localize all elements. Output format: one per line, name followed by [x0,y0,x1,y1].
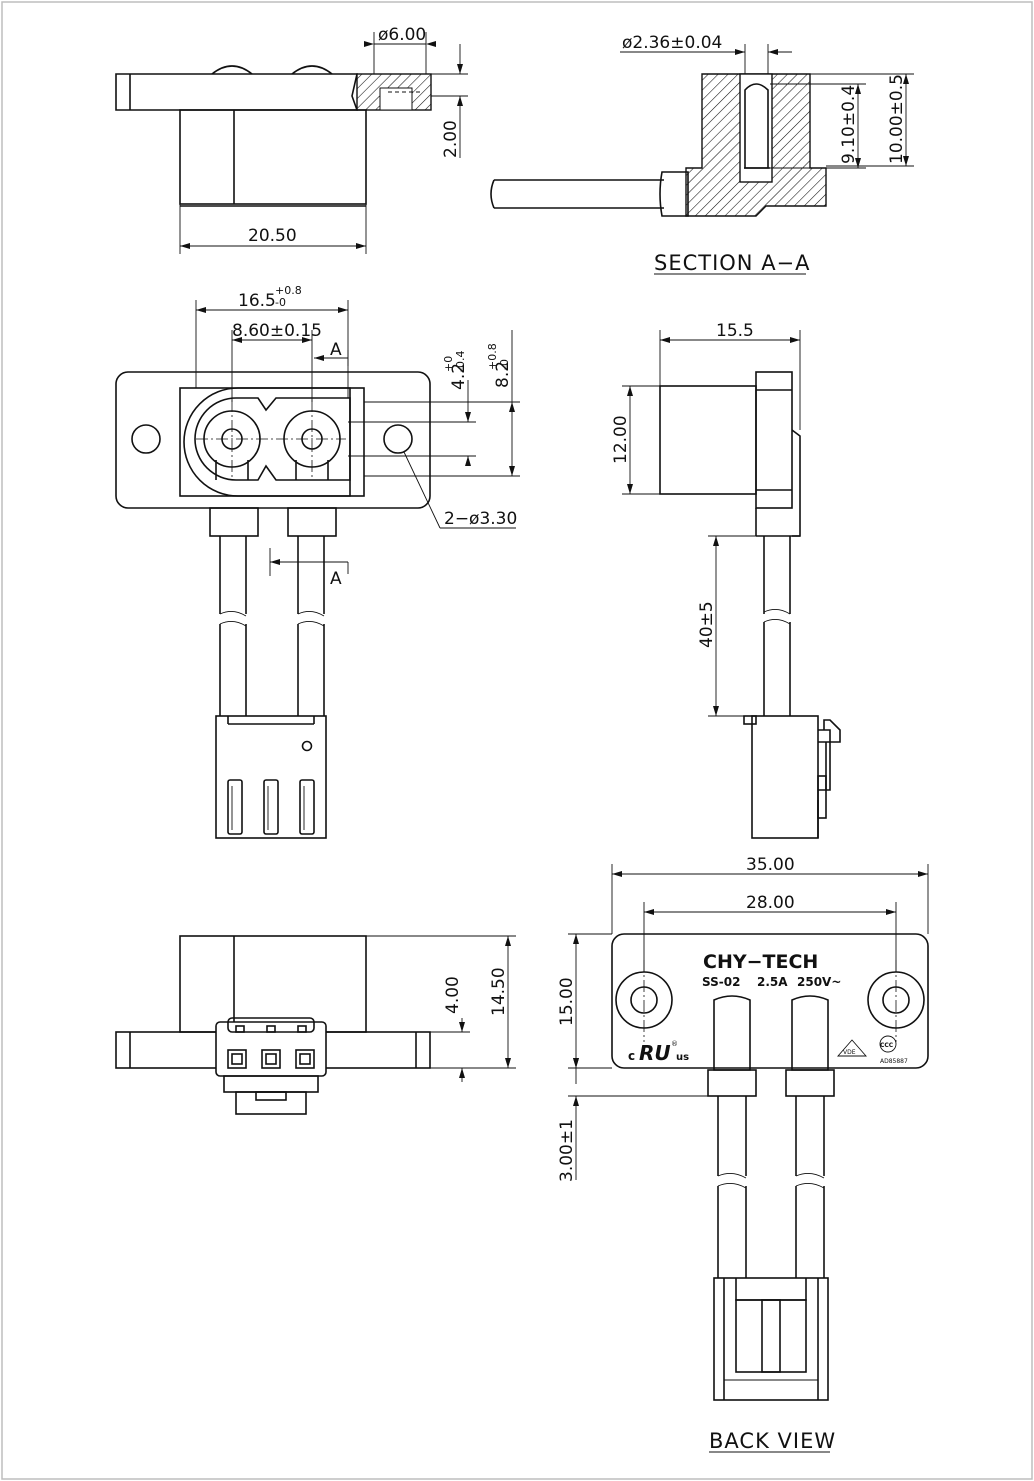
side-view: 15.5 12.00 40±5 [611,321,841,839]
section-mark-bottom: A [330,569,342,589]
dim-outer-height-tol-lower: -0 [498,359,511,370]
dim-outer-height: 8.2 [493,361,513,388]
ul-c: c [628,1049,635,1063]
dim-inner-height-tol-upper: +0 [442,356,455,372]
ccc-logo: CCC AD85887 [879,1035,908,1065]
dim-top-body-width: 20.50 [248,226,297,246]
dim-inner-height: 4.2 [449,363,469,390]
dim-bottom-overall-height: 14.50 [489,967,509,1016]
dim-side-height: 12.00 [611,415,631,464]
dim-front-overall-tol-lower: -0 [275,296,286,309]
dim-socket-depth: 10.00±0.5 [887,74,907,164]
dim-inner-height-tol-lower: -0.4 [454,351,467,372]
cert-number: AD85887 [880,1058,908,1065]
dim-bottom-flange-thk: 4.00 [443,976,463,1014]
vde-text: VDE [843,1049,856,1056]
front-view: 16.5 +0.8 -0 8.60±0.15 A 4.2 +0 -0.4 8.2… [115,284,520,839]
dim-mount-holes: 2−ø3.30 [444,509,517,529]
dim-front-overall-width: 16.5 [238,291,276,311]
ul-reg: ® [671,1040,678,1048]
section-mark-top: A [330,340,342,360]
ul-logo: c RU ® us [628,1040,689,1065]
dim-pin-depth: 9.10±0.4 [839,85,859,164]
section-a-a-view: ø2.36±0.04 9.10±0.4 10.00±0.5 SECTION A−… [490,33,914,275]
marking-model: SS-02 [702,975,740,989]
dim-side-depth: 15.5 [716,321,754,341]
dim-pin-pitch: 8.60±0.15 [232,321,322,341]
section-title: SECTION A−A [654,251,811,275]
back-view-title: BACK VIEW [709,1429,836,1453]
marking-current: 2.5A [757,975,788,989]
marking-brand: CHY−TECH [703,951,818,973]
ul-mark: RU [639,1041,671,1065]
vde-logo: VDE [837,1039,867,1057]
ccc-text: CCC [880,1042,894,1049]
dim-outer-height-tol-upper: +0.8 [486,343,499,370]
marking-voltage: 250V~ [797,975,841,989]
dim-front-overall-tol-upper: +0.8 [275,284,302,297]
dim-wire-length: 40±5 [697,601,717,648]
ul-us: us [676,1052,689,1063]
dim-back-hole-pitch: 28.00 [746,893,795,913]
arrowheads [180,41,928,1106]
dim-back-overall-width: 35.00 [746,855,795,875]
back-view: CHY−TECH SS-02 2.5A 250V~ c RU ® us VDE … [557,855,929,1453]
bottom-view: 4.00 14.50 [115,935,516,1115]
dim-top-flange-thk: 2.00 [441,120,461,158]
dim-back-height: 15.00 [557,977,577,1026]
dim-top-hole-dia: ø6.00 [378,25,426,45]
dim-back-wire-offset: 3.00±1 [557,1119,577,1182]
dim-pin-dia: ø2.36±0.04 [622,33,722,53]
top-view: ø6.00 2.00 20.50 [115,25,468,254]
